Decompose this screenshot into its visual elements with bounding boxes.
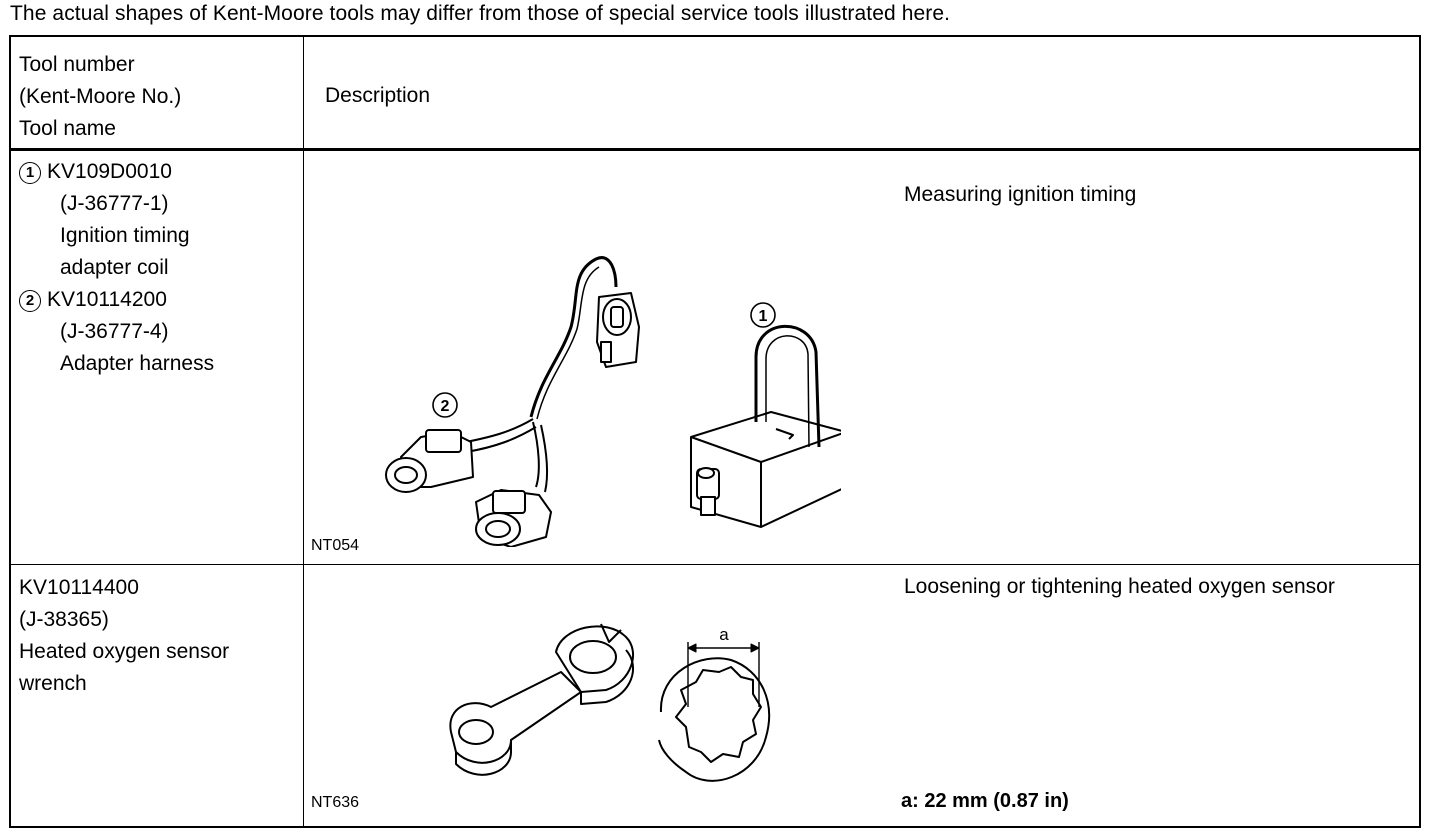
tool-name: Adapter harness	[60, 352, 215, 375]
row2-description: Loosening or tightening heated oxygen se…	[904, 575, 1335, 598]
row2-tool: KV10114400 (J-38365) Heated oxygen senso…	[19, 572, 229, 700]
marker-2: 2	[19, 290, 41, 312]
special-tools-table: Tool number (Kent-Moore No.) Tool name D…	[9, 35, 1421, 828]
header-description: Description	[325, 84, 431, 107]
callout-2: 2	[441, 398, 450, 415]
callout-1-circle	[750, 302, 776, 328]
callout-2-circle	[432, 392, 458, 418]
tool-name: wrench	[19, 672, 87, 695]
tool-number: KV10114400	[19, 576, 139, 599]
column-divider	[303, 37, 304, 826]
wrench-illustration: a	[449, 623, 771, 782]
header-divider	[11, 148, 1419, 151]
row-divider	[11, 564, 1419, 565]
row1-description: Measuring ignition timing	[904, 183, 1137, 206]
ignition-timing-tools-illustration: 1 2	[385, 256, 841, 547]
kent-moore-number: (J-36777-1)	[60, 192, 169, 215]
callout-1: 1	[759, 308, 768, 325]
kent-moore-number: (J-38365)	[19, 608, 109, 631]
tool-name: adapter coil	[60, 256, 169, 279]
header-tool-column: Tool number (Kent-Moore No.) Tool name	[19, 49, 181, 145]
kent-moore-number: (J-36777-4)	[60, 320, 169, 343]
header-line: (Kent-Moore No.)	[19, 85, 182, 108]
marker-1: 1	[19, 162, 41, 184]
figure-code-nt636: NT636	[311, 794, 360, 811]
header-line: Tool name	[19, 117, 116, 140]
tool-name: Heated oxygen sensor	[19, 640, 230, 663]
header-line: Tool number	[19, 53, 135, 76]
dimension-label-a: a	[719, 625, 729, 644]
wrench-size-spec: a: 22 mm (0.87 in)	[901, 790, 1069, 812]
figure-code-nt054: NT054	[311, 537, 360, 554]
intro-note: The actual shapes of Kent-Moore tools ma…	[10, 2, 951, 25]
tool-name: Ignition timing	[60, 224, 190, 247]
tool-number: KV10114200	[47, 288, 167, 311]
tool-number: KV109D0010	[47, 160, 172, 183]
